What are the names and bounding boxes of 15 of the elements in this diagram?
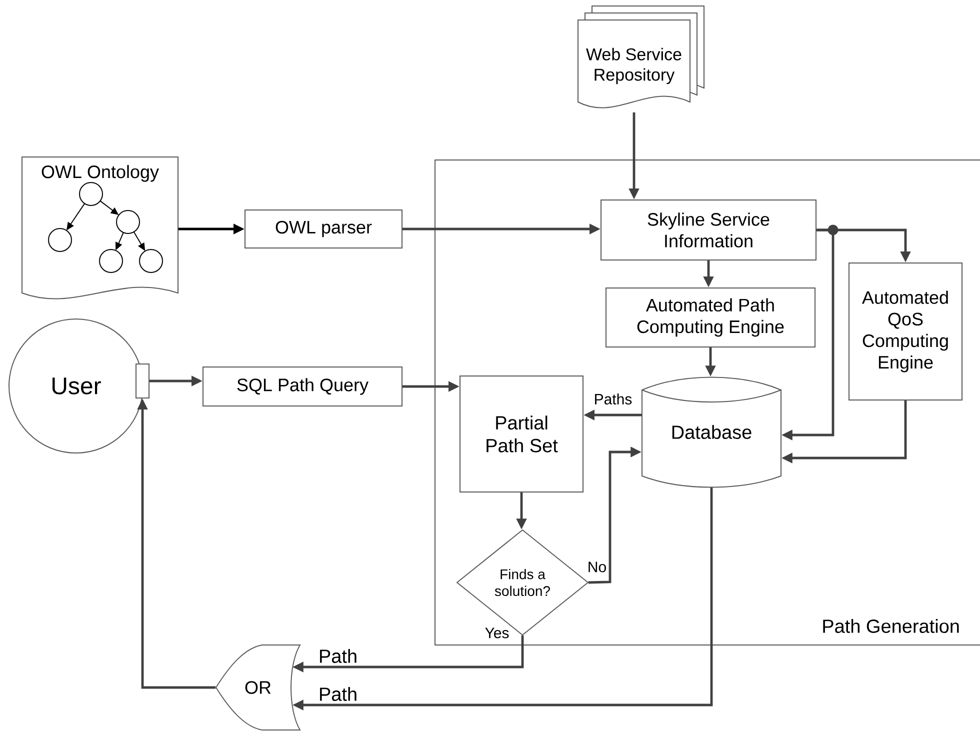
process-box: Automated Path Computing Engine	[606, 288, 816, 348]
edge-label: Paths	[595, 394, 632, 405]
edge-label: Yes	[485, 628, 509, 638]
edge-label: No	[588, 562, 606, 572]
process-box: OWL parser	[244, 210, 402, 248]
edge-label: Path	[320, 687, 356, 701]
process-box: Skyline Service Information	[600, 200, 816, 260]
text-label: Path	[320, 649, 356, 663]
database-cylinder: Database	[642, 376, 782, 488]
process-box: Partial Path Set	[460, 376, 584, 492]
port-box	[136, 364, 150, 398]
document-stack: Web Service Repository	[578, 6, 704, 108]
process-box: Automated QoS Computing Engine	[848, 262, 962, 400]
or-gate: OR	[216, 644, 300, 730]
process-box: SQL Path Query	[202, 366, 402, 406]
